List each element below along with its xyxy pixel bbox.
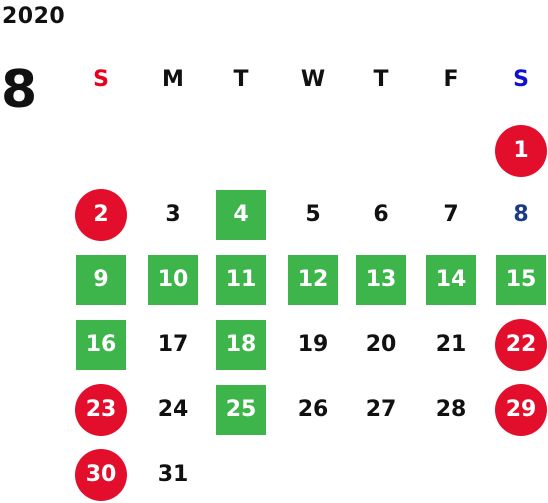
calendar-day[interactable]: 27 [365,397,397,422]
calendar-day-highlighted[interactable]: 16 [76,320,126,370]
calendar-day-highlighted[interactable]: 15 [496,255,546,305]
weekday-label-tue: T [233,67,249,92]
calendar-day-holiday[interactable]: 2 [75,189,127,241]
calendar-month: 8 [1,60,38,120]
calendar-day[interactable]: 5 [305,202,321,227]
calendar-day-highlighted[interactable]: 11 [216,255,266,305]
calendar-day-saturday[interactable]: 8 [513,202,529,227]
calendar-day-highlighted[interactable]: 25 [216,385,266,435]
calendar-day-highlighted[interactable]: 10 [148,255,198,305]
calendar-day[interactable]: 31 [157,462,189,487]
weekday-label-sun: S [93,67,109,92]
calendar-day-highlighted[interactable]: 18 [216,320,266,370]
calendar-day[interactable]: 17 [157,332,189,357]
calendar-day-highlighted[interactable]: 4 [216,190,266,240]
calendar-day[interactable]: 7 [443,202,459,227]
calendar-day-highlighted[interactable]: 13 [356,255,406,305]
calendar-day[interactable]: 20 [365,332,397,357]
calendar-day[interactable]: 19 [297,332,329,357]
calendar-day-holiday[interactable]: 22 [495,319,547,371]
calendar-day[interactable]: 28 [435,397,467,422]
calendar-day[interactable]: 24 [157,397,189,422]
weekday-label-fri: F [443,67,459,92]
weekday-label-mon: M [162,67,184,92]
weekday-label-wed: W [300,67,326,92]
calendar-year: 2020 [2,4,66,29]
calendar-day-holiday[interactable]: 1 [495,125,547,177]
calendar-day[interactable]: 3 [165,202,181,227]
calendar-day-holiday[interactable]: 23 [75,384,127,436]
weekday-label-thu: T [373,67,389,92]
calendar-day-highlighted[interactable]: 12 [288,255,338,305]
calendar-day-highlighted[interactable]: 9 [76,255,126,305]
calendar-day[interactable]: 21 [435,332,467,357]
calendar-day-holiday[interactable]: 30 [75,449,127,501]
calendar-day[interactable]: 6 [373,202,389,227]
calendar-day-holiday[interactable]: 29 [495,384,547,436]
weekday-label-sat: S [513,67,529,92]
calendar-day[interactable]: 26 [297,397,329,422]
calendar-day-highlighted[interactable]: 14 [426,255,476,305]
